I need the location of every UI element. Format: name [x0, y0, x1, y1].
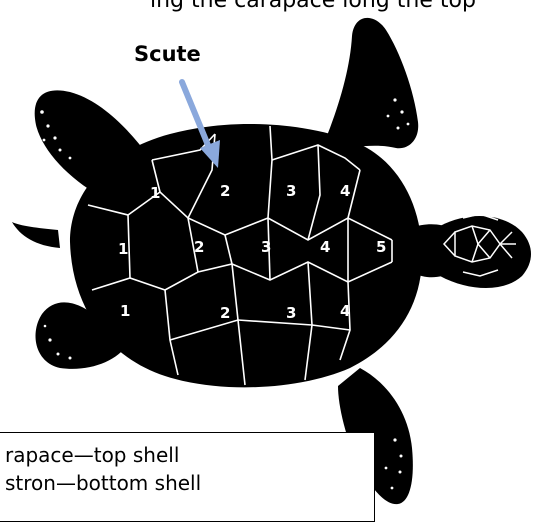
head: [434, 216, 531, 288]
scute-top-1: 1: [150, 184, 160, 202]
turtle-diagram: ing the carapace long the top: [0, 0, 534, 510]
front-right-flipper: [322, 18, 418, 148]
scute-mid-2: 2: [194, 238, 204, 256]
tail: [12, 222, 60, 248]
scute-top-4: 4: [340, 182, 350, 200]
scute-mid-5: 5: [376, 238, 386, 256]
scute-top-2: 2: [220, 182, 230, 200]
scute-bot-4: 4: [340, 302, 350, 320]
legend-plastron: stron—bottom shell: [5, 471, 201, 495]
scute-bot-1: 1: [120, 302, 130, 320]
scute-bot-3: 3: [286, 304, 296, 322]
scute-top-3: 3: [286, 182, 296, 200]
scute-mid-3: 3: [261, 238, 271, 256]
scute-mid-4: 4: [320, 238, 330, 256]
legend-box: rapace—top shell stron—bottom shell: [0, 432, 375, 522]
scute-mid-1: 1: [118, 240, 128, 258]
legend-carapace: rapace—top shell: [5, 443, 179, 467]
scute-bot-2: 2: [220, 304, 230, 322]
scute-callout-label: Scute: [134, 42, 201, 66]
